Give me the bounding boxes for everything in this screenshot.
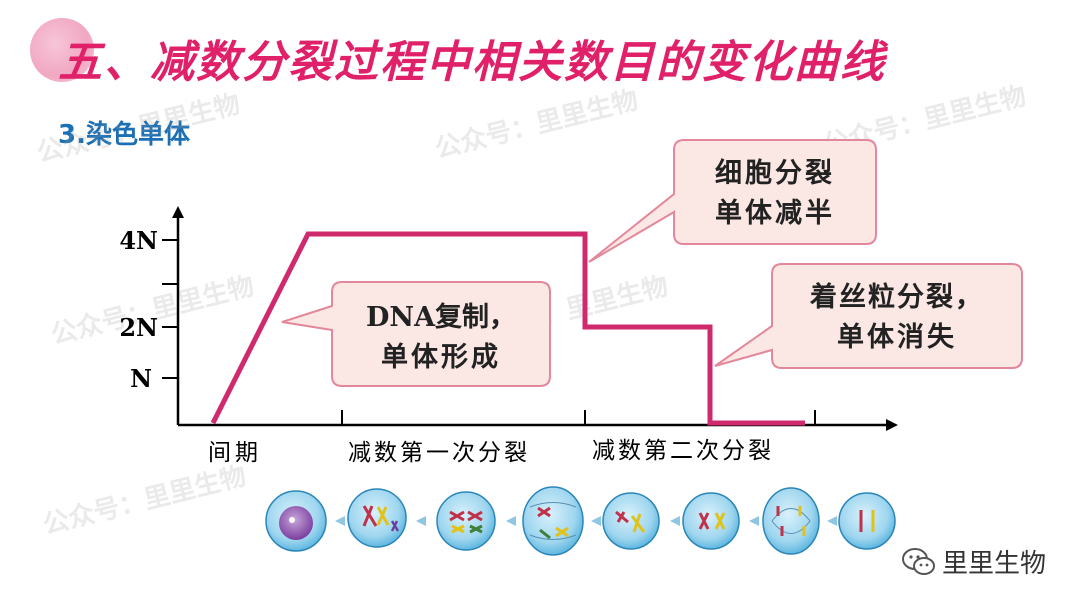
cell-stage-prophase-1 bbox=[347, 488, 407, 548]
phase-label-interphase: 间期 bbox=[208, 440, 262, 466]
stage-arrow bbox=[591, 516, 601, 526]
wechat-account-badge: 里里生物 bbox=[901, 543, 1046, 580]
stage-arrow bbox=[670, 516, 680, 526]
x-axis-arrow bbox=[886, 419, 898, 431]
callout-division-text-1: 细胞分裂 bbox=[715, 157, 835, 189]
stage-arrow bbox=[335, 516, 345, 526]
y-axis-arrow bbox=[172, 206, 184, 218]
cell-stage-telophase-2 bbox=[838, 492, 896, 550]
callout-centromere-text-2: 单体消失 bbox=[837, 322, 957, 353]
page-title: 五、减数分裂过程中相关数目的变化曲线 bbox=[58, 37, 886, 88]
stage-arrow bbox=[827, 516, 837, 526]
callout-dna-text-2: 单体形成 bbox=[381, 342, 501, 373]
stage-arrow bbox=[506, 516, 516, 526]
phase-label-meiosis-2: 减数第二次分裂 bbox=[592, 438, 774, 464]
y-tick-label-n: N bbox=[130, 364, 152, 393]
y-tick-label-4n: 4N bbox=[119, 226, 158, 255]
callout-dna-text-1: DNA复制， bbox=[366, 302, 516, 333]
title-decoration-circle bbox=[30, 18, 94, 82]
callout-dna-replication bbox=[281, 281, 551, 387]
stage-arrow bbox=[749, 516, 759, 526]
y-tick-label-2n: 2N bbox=[119, 313, 158, 342]
wechat-account-name: 里里生物 bbox=[941, 549, 1046, 579]
callout-centromere-split bbox=[714, 263, 1023, 369]
phase-label-meiosis-1: 减数第一次分裂 bbox=[348, 440, 530, 466]
callout-division-text-2: 单体减半 bbox=[715, 198, 835, 229]
cell-stage-anaphase-1 bbox=[522, 486, 584, 556]
chromatid-curve bbox=[210, 231, 805, 426]
cell-stage-metaphase-1 bbox=[436, 491, 496, 551]
callout-centromere-text-1: 着丝粒分裂， bbox=[809, 281, 984, 313]
section-subtitle: 3.染色单体 bbox=[58, 120, 190, 150]
cell-stage-prophase-2 bbox=[602, 492, 660, 550]
wechat-icon bbox=[901, 547, 935, 575]
callout-cell-division bbox=[588, 139, 877, 263]
cell-stage-interphase bbox=[265, 490, 327, 552]
stage-arrow bbox=[416, 516, 426, 526]
cell-stage-metaphase-2 bbox=[682, 492, 740, 550]
cell-stage-anaphase-2 bbox=[762, 487, 820, 555]
